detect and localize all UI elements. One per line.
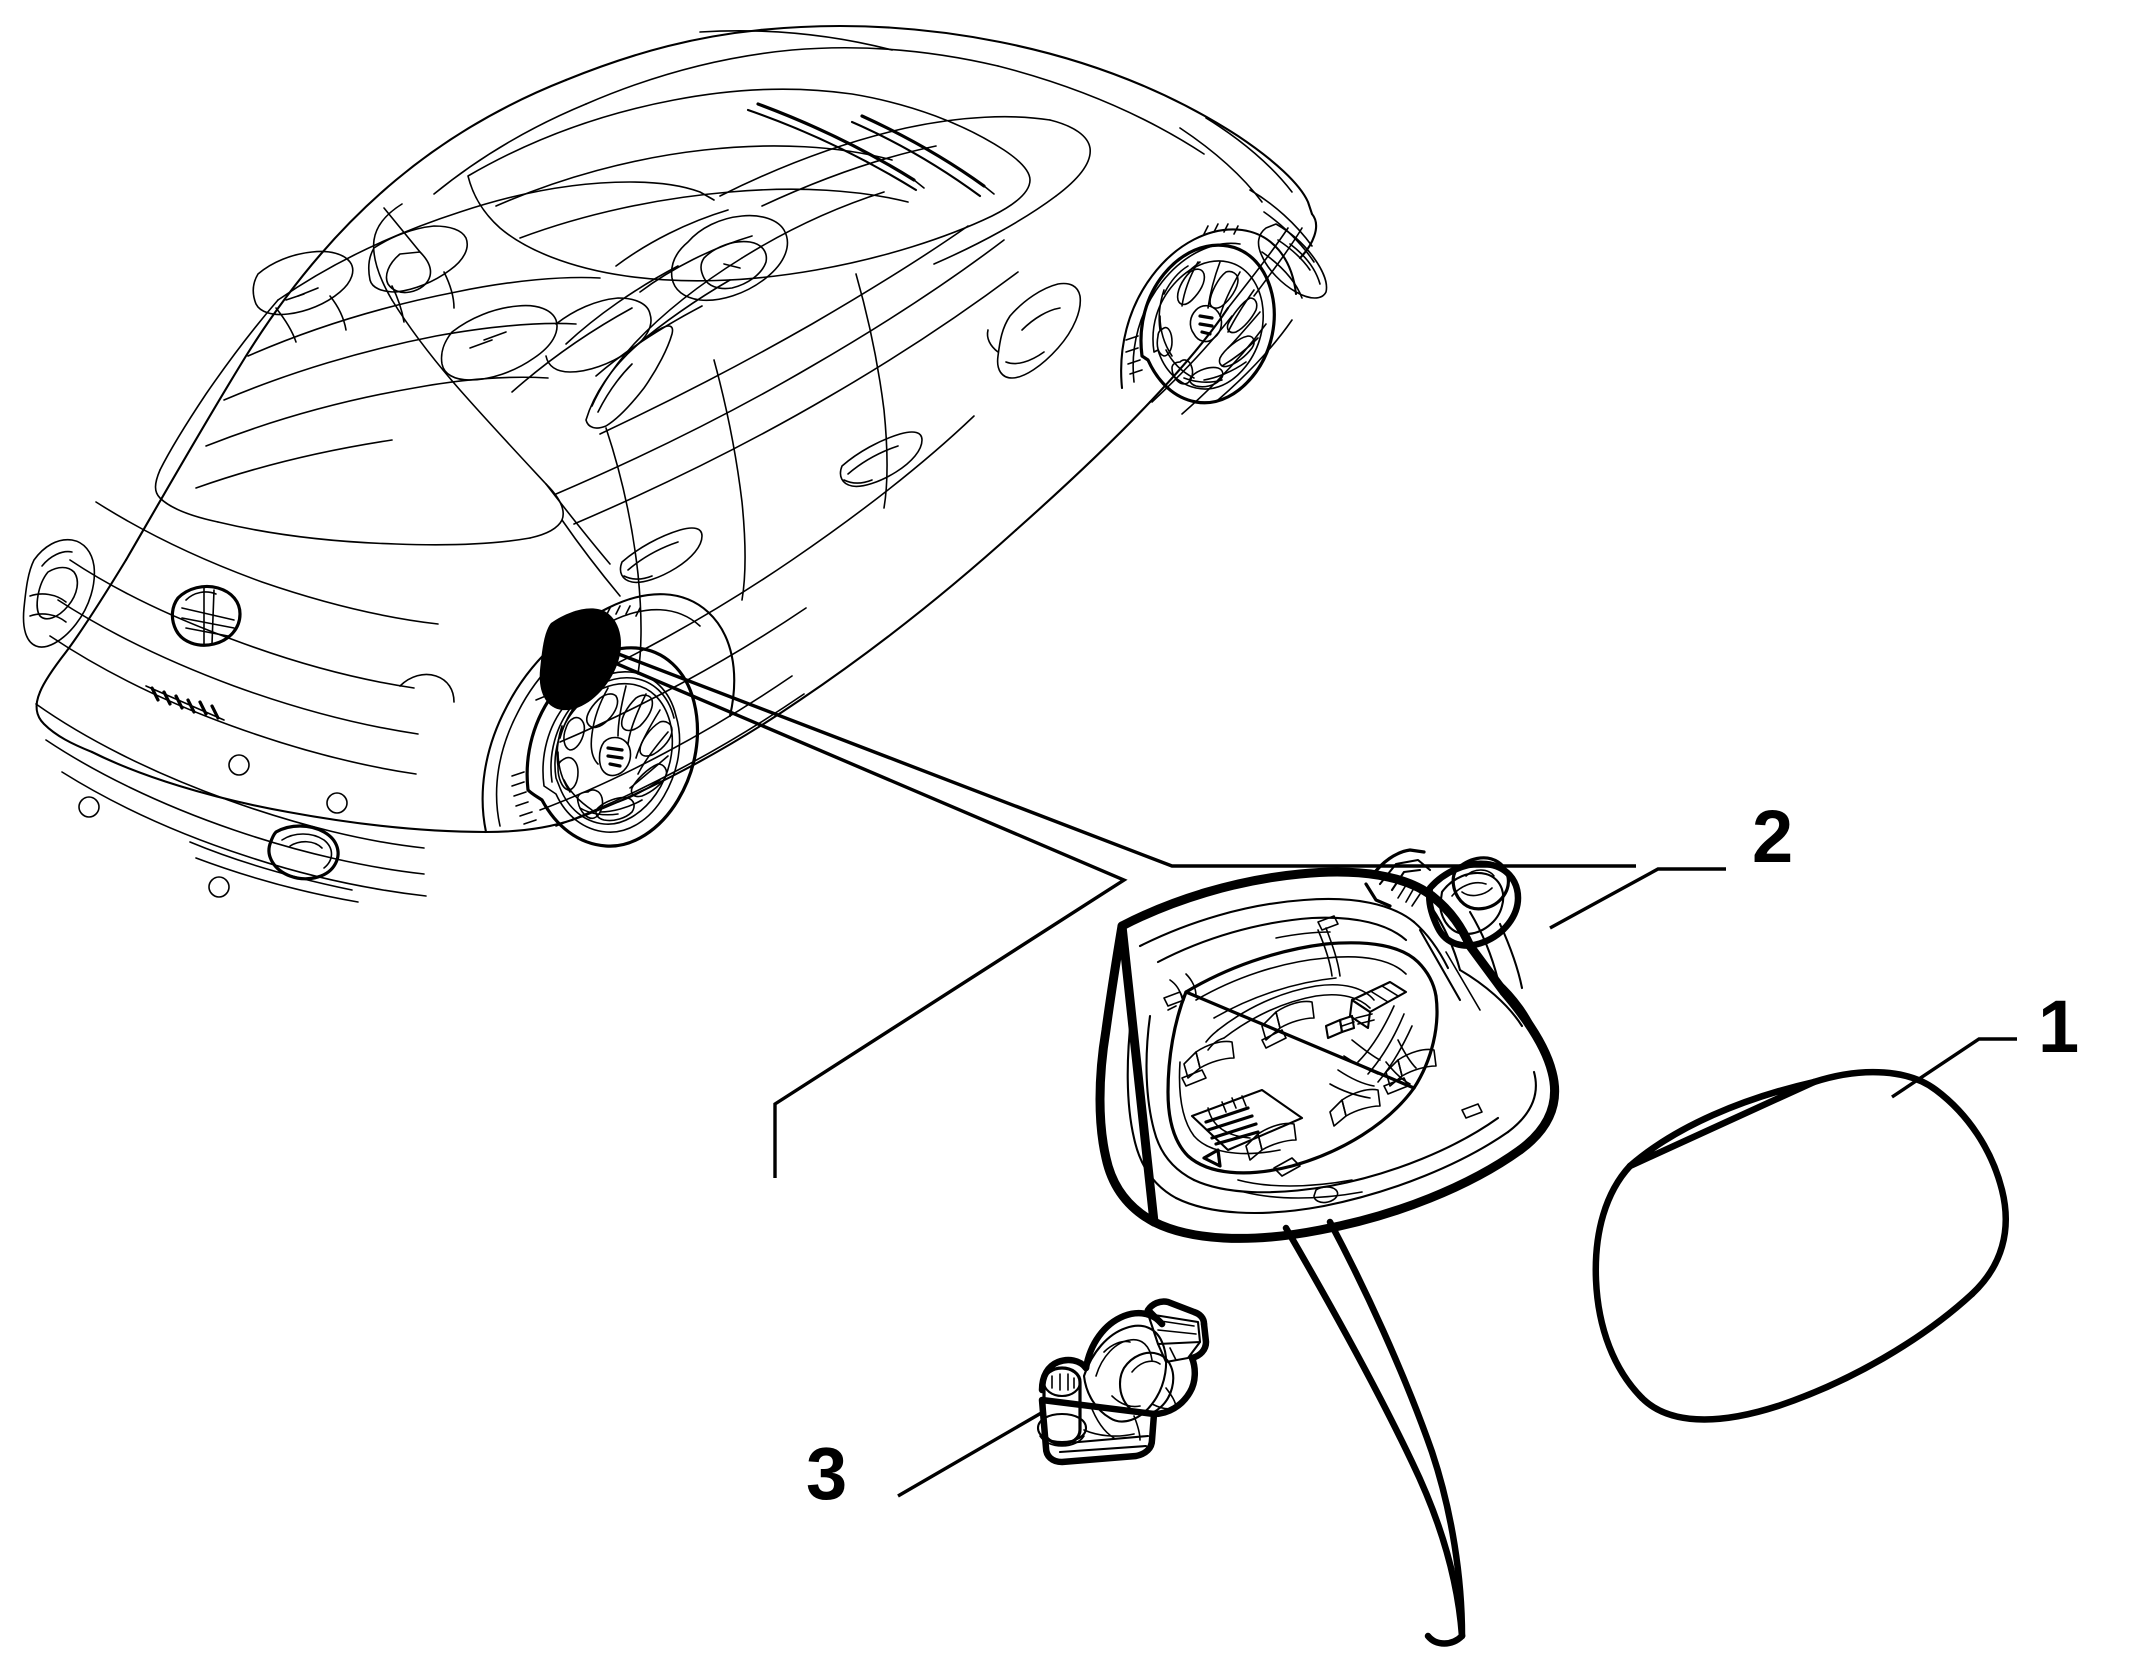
windshield-cowl	[719, 102, 1091, 265]
drain-hose	[1282, 1218, 1466, 1647]
rear-windscreen	[154, 181, 715, 546]
callout-leader-lines	[897, 867, 2017, 1498]
leader-to-housing-upper	[607, 648, 1636, 868]
leader-to-housing-lower	[607, 658, 1128, 1178]
connector-block	[1324, 980, 1408, 1040]
front-end	[1151, 189, 1328, 415]
interior-through-glass	[252, 207, 789, 393]
callout-number-2[interactable]: 2	[1752, 795, 1793, 878]
door-handle-front	[839, 431, 923, 488]
vent-boss	[1451, 856, 1510, 911]
molded-warning-text	[1190, 1088, 1304, 1168]
leader-lines-from-marker	[607, 648, 1636, 1178]
front-wheel	[1120, 223, 1298, 405]
hinge-clip-bracket	[1036, 1298, 1210, 1466]
interior-vanes	[1329, 1005, 1417, 1099]
fuel-door-location-marker	[539, 608, 621, 711]
door-handle-rear	[619, 527, 703, 584]
body-silhouette	[35, 24, 1318, 834]
roof-panel	[433, 30, 1293, 282]
doors-and-pillars	[535, 191, 1019, 827]
fuel-filler-door-flap	[1592, 1068, 2009, 1423]
leader-callout-2	[1549, 867, 1726, 930]
fuel-filler-housing-pocket	[1095, 848, 1560, 1243]
filler-neck-opening	[1364, 848, 1522, 949]
rear-fascia	[22, 501, 455, 903]
callout-number-3[interactable]: 3	[806, 1432, 847, 1515]
leader-callout-1	[1891, 1037, 2017, 1099]
side-mirror	[986, 282, 1082, 379]
rim-decals	[1163, 915, 1483, 1204]
vehicle-illustration	[22, 24, 1328, 903]
leader-callout-3	[897, 1410, 1044, 1498]
callout-number-1[interactable]: 1	[2038, 985, 2079, 1068]
